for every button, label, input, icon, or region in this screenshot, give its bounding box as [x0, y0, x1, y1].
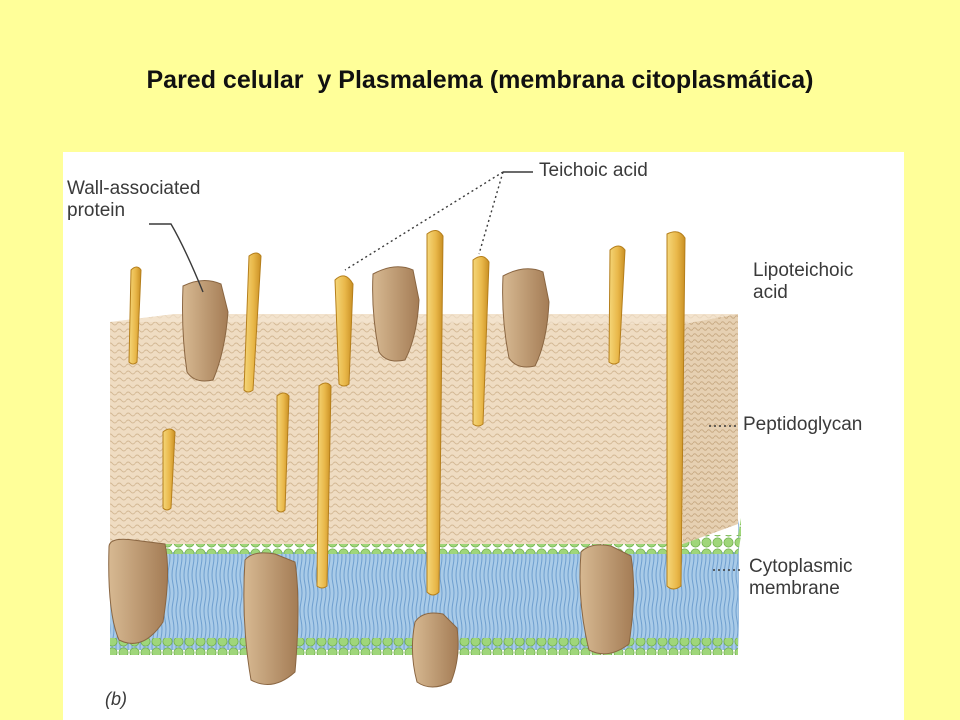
- leader-teichoic-acid-1: [344, 171, 504, 271]
- teichoic-acid-rods: [128, 230, 686, 596]
- panel-label: (b): [105, 689, 127, 709]
- leader-lines: [149, 171, 743, 571]
- cell-wall-diagram: [108, 171, 743, 688]
- label-lipoteichoic-acid: Lipoteichoic acid: [753, 260, 854, 303]
- wall-associated-proteins: [182, 266, 550, 382]
- label-wall-associated-protein: Wall-associated protein: [67, 178, 201, 221]
- label-peptidoglycan: Peptidoglycan: [743, 414, 863, 435]
- cell-wall-figure: Wall-associated protein Teichoic acid Li…: [63, 152, 904, 720]
- membrane-proteins: [108, 538, 635, 688]
- slide-title: Pared celular y Plasmalema (membrana cit…: [146, 66, 814, 94]
- leader-wall-associated-protein: [149, 223, 204, 293]
- peptidoglycan-layer: [110, 314, 738, 544]
- label-teichoic-acid: Teichoic acid: [539, 160, 648, 181]
- label-cytoplasmic-membrane: Cytoplasmic membrane: [749, 556, 853, 599]
- leader-teichoic-acid-2: [478, 171, 504, 255]
